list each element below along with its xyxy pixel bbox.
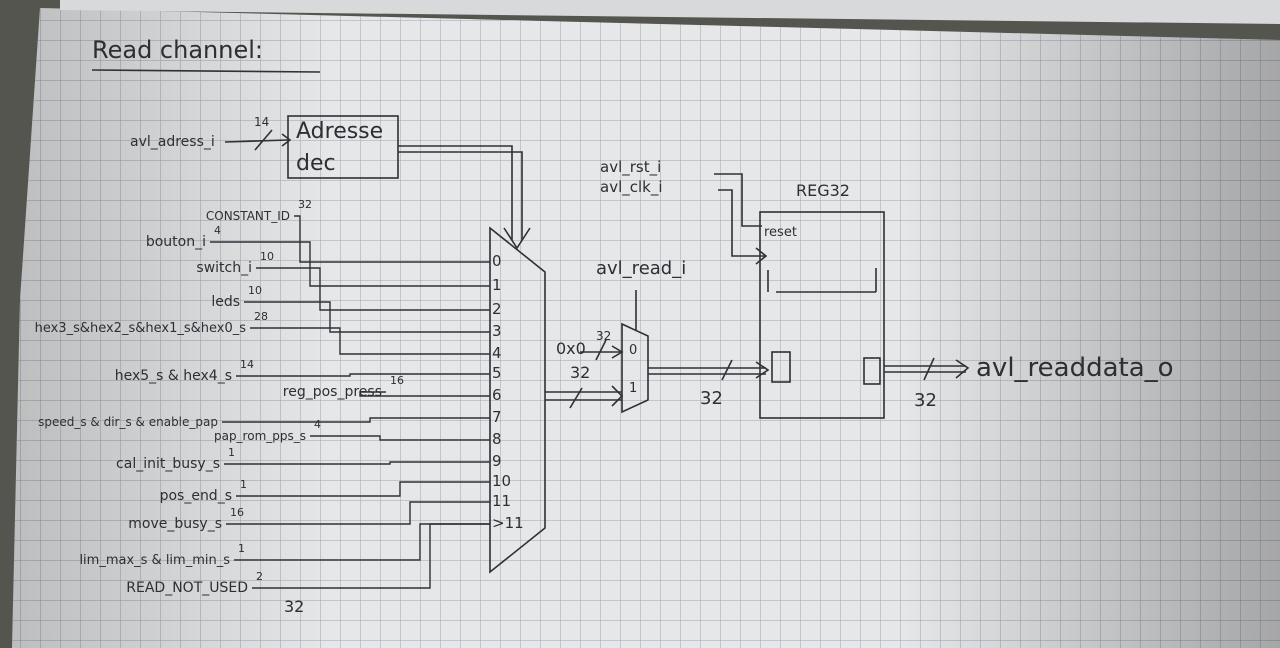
mux-port-label: 1	[492, 276, 502, 294]
rst-signal-label: avl_rst_i	[600, 158, 661, 177]
mux-input-width: 2	[256, 570, 263, 583]
mux-input-width: 16	[390, 374, 404, 387]
address-decoder-line2: dec	[296, 151, 336, 176]
mux-input-wire	[250, 327, 490, 355]
mux-input-wire	[256, 267, 490, 311]
mux-input-wire	[244, 301, 490, 333]
mux-output-width: 32	[284, 597, 304, 616]
mux-input-width: 1	[228, 446, 235, 459]
output-label: avl_readdata_o	[976, 353, 1174, 383]
mux-port-label: 4	[492, 344, 502, 362]
select-mux-port-0: 0	[629, 343, 637, 358]
mux-input-width: 14	[240, 358, 254, 371]
read-signal-label: avl_read_i	[596, 258, 686, 279]
mux-input-label: speed_s & dir_s & enable_pap	[38, 415, 218, 429]
mux-input-label: reg_pos_press	[283, 384, 382, 400]
clk-signal-label: avl_clk_i	[600, 178, 663, 197]
output-width-label: 32	[914, 390, 937, 411]
mux-input-width: 16	[230, 506, 244, 519]
mux-input-width: 1	[238, 542, 245, 555]
address-input-label: avl_adress_i	[130, 134, 215, 150]
mux-input-label: lim_max_s & lim_min_s	[79, 553, 230, 568]
mux-port-label: 2	[492, 300, 502, 318]
zero-constant-label: 0x0	[556, 339, 586, 358]
mux-input-label: switch_i	[196, 260, 252, 276]
register-reset-label: reset	[764, 225, 797, 240]
mux-input-wire	[359, 391, 490, 397]
zero-width-label: 32	[596, 329, 611, 343]
mux-input-wire	[210, 241, 490, 287]
mux-input-label: hex3_s&hex2_s&hex1_s&hex0_s	[35, 321, 247, 336]
mux-port-label: 3	[492, 322, 502, 340]
mux-port-label: >11	[492, 514, 524, 532]
mux-input-wire	[222, 417, 490, 423]
address-decoder-line1: Adresse	[296, 119, 383, 144]
mux-input-label: pap_rom_pps_s	[214, 429, 306, 443]
mux-input-label: CONSTANT_ID	[206, 209, 290, 223]
mux-input-width: 32	[298, 198, 312, 211]
mux-port-label: 6	[492, 386, 502, 404]
mux-input-wire	[236, 373, 490, 377]
mux-input-label: pos_end_s	[160, 488, 232, 504]
diagram-title: Read channel:	[92, 36, 263, 64]
mux-input-width: 4	[214, 224, 221, 237]
mux-input-wire	[294, 215, 490, 263]
mux-input-width: 1	[240, 478, 247, 491]
mux-input-width: 4	[314, 418, 321, 431]
mux-input-label: hex5_s & hex4_s	[115, 368, 232, 384]
mux-input-wire	[252, 523, 490, 589]
mux-input-wire	[310, 435, 490, 441]
mux-input-label: READ_NOT_USED	[126, 580, 248, 596]
mux-input-width: 28	[254, 310, 268, 323]
mux-port-label: 8	[492, 430, 502, 448]
mux-input-label: leds	[211, 294, 240, 310]
mux-port-label: 11	[492, 492, 511, 510]
mux-port-label: 0	[492, 252, 502, 270]
mux-port-label: 7	[492, 408, 502, 426]
mux-input-label: bouton_i	[146, 234, 206, 250]
mux-input-wire	[226, 501, 490, 525]
mux-input-wire	[236, 481, 490, 497]
mux-input-wire	[224, 461, 490, 465]
select-mux-port-1: 1	[629, 381, 637, 396]
mux-input-width: 10	[260, 250, 274, 263]
register-name: REG32	[796, 181, 850, 200]
mux-port-label: 10	[492, 472, 511, 490]
address-width-label: 14	[254, 115, 269, 129]
mux-input-width: 10	[248, 284, 262, 297]
mux-port-label: 5	[492, 364, 502, 382]
mux-input-label: move_busy_s	[128, 516, 222, 532]
mux-port-label: 9	[492, 452, 502, 470]
mux-out-width-label: 32	[570, 363, 590, 382]
select-mux-out-width: 32	[700, 388, 723, 409]
mux-input-label: cal_init_busy_s	[116, 456, 220, 472]
